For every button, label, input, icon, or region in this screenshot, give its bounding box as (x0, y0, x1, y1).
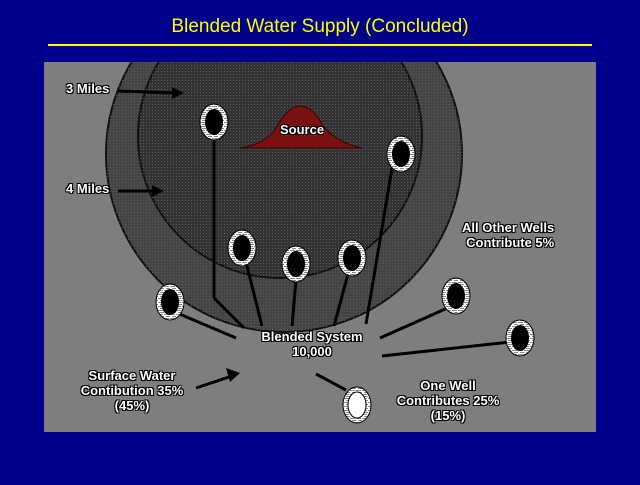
well-top-left (200, 104, 228, 140)
surface-water-label: Surface Water Contibution 35% (45%) (62, 368, 202, 413)
surface-water-line3: (45%) (62, 398, 202, 413)
connector-far-right-well (382, 342, 510, 356)
all-other-wells-label: All Other Wells Contribute 5% (462, 220, 554, 250)
source-label: Source (280, 122, 324, 137)
well-one-well-highlighted (343, 387, 371, 423)
well-right (442, 278, 470, 314)
well-top-right (387, 136, 415, 172)
surface-water-line1: Surface Water (62, 368, 202, 383)
all-other-wells-line1: All Other Wells (462, 220, 554, 235)
blended-system-label: Blended System 10,000 (232, 329, 392, 359)
three-miles-label: 3 Miles (66, 81, 109, 96)
well-mid-right (338, 240, 366, 276)
one-well-line3: (15%) (388, 408, 508, 423)
well-far-right (506, 320, 534, 356)
well-mid-center (282, 246, 310, 282)
blended-system-line2: 10,000 (232, 344, 392, 359)
surface-water-line2: Contibution 35% (62, 383, 202, 398)
one-well-label: One Well Contributes 25% (15%) (388, 378, 508, 423)
well-mid-left (228, 230, 256, 266)
diagram-panel: 3 Miles 4 Miles Source All Other Wells C… (44, 62, 596, 432)
well-far-left (156, 284, 184, 320)
blended-system-line1: Blended System (232, 329, 392, 344)
four-miles-label: 4 Miles (66, 181, 109, 196)
all-other-wells-line2: Contribute 5% (462, 235, 554, 250)
connector-one-well (316, 374, 346, 390)
surface-water-arrow (196, 368, 240, 388)
title-underline (48, 44, 592, 46)
one-well-line1: One Well (388, 378, 508, 393)
page-title: Blended Water Supply (Concluded) (0, 16, 640, 38)
one-well-line2: Contributes 25% (388, 393, 508, 408)
